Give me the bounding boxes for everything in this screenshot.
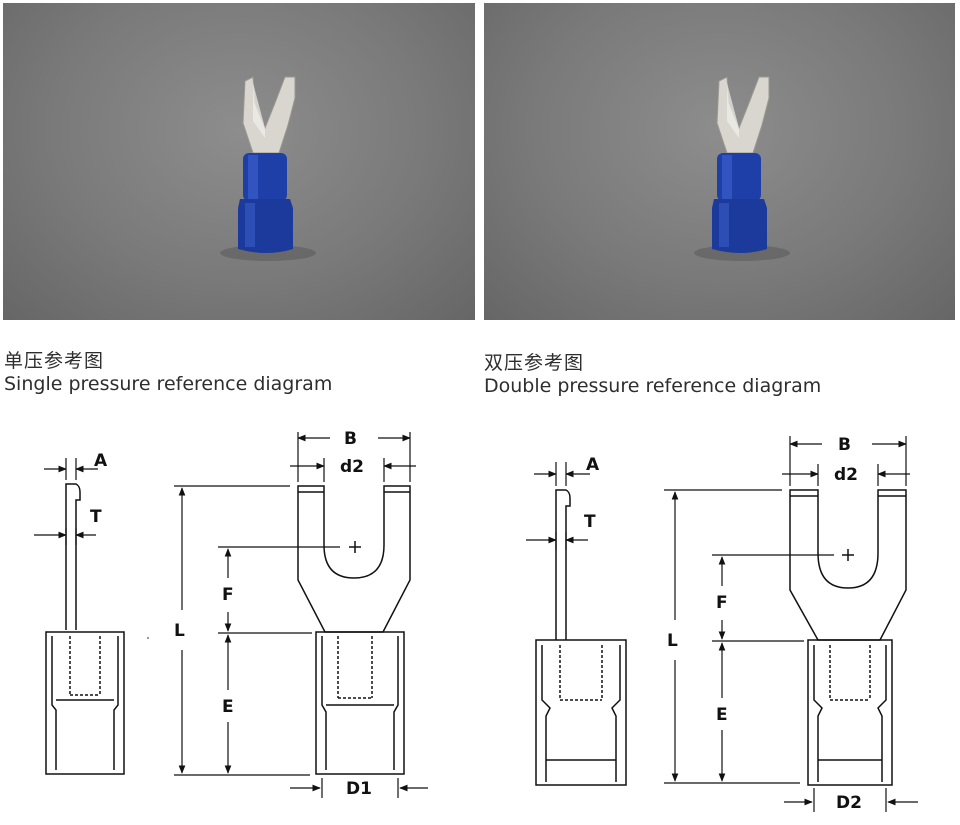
dim-label-t: T (90, 507, 102, 527)
dim-label-l: L (174, 621, 185, 641)
single-front-view (297, 485, 411, 775)
dim-label-l: L (667, 631, 678, 651)
dim-label-t: T (584, 512, 596, 532)
dim-label-f: F (222, 585, 234, 605)
dim-label-a: A (94, 451, 108, 471)
caption-zh: 单压参考图 (4, 350, 105, 372)
double-front-view (789, 489, 907, 786)
caption-zh: 双压参考图 (484, 352, 585, 374)
caption-en: Double pressure reference diagram (484, 375, 822, 397)
dim-label-d2-diameter: D2 (836, 793, 862, 813)
spade-terminal-photo (220, 76, 316, 261)
photo-single (3, 3, 475, 320)
dim-label-b: B (344, 429, 357, 449)
dim-label-a: A (586, 455, 600, 475)
photo-double (484, 3, 955, 320)
single-dim-A (44, 458, 98, 480)
dim-label-d2: d2 (834, 465, 858, 485)
caption-double: 双压参考图 Double pressure reference diagram (484, 352, 821, 398)
stray-dot (147, 637, 149, 639)
single-side-view (45, 483, 125, 775)
spade-terminal-photo (694, 76, 790, 261)
single-dim-lines (174, 432, 428, 798)
dim-label-d1: D1 (346, 779, 372, 799)
dim-label-b: B (838, 435, 851, 455)
dim-label-e: E (716, 705, 728, 725)
double-dim-T (526, 532, 588, 550)
dim-label-d2: d2 (340, 457, 364, 477)
caption-single: 单压参考图 Single pressure reference diagram (4, 350, 332, 396)
double-dim-A (534, 462, 590, 486)
double-dim-lines (664, 436, 918, 812)
dim-label-f: F (716, 593, 728, 613)
double-side-view (535, 489, 627, 786)
dim-label-e: E (222, 697, 234, 717)
caption-en: Single pressure reference diagram (4, 373, 333, 395)
single-dim-T (34, 528, 96, 545)
